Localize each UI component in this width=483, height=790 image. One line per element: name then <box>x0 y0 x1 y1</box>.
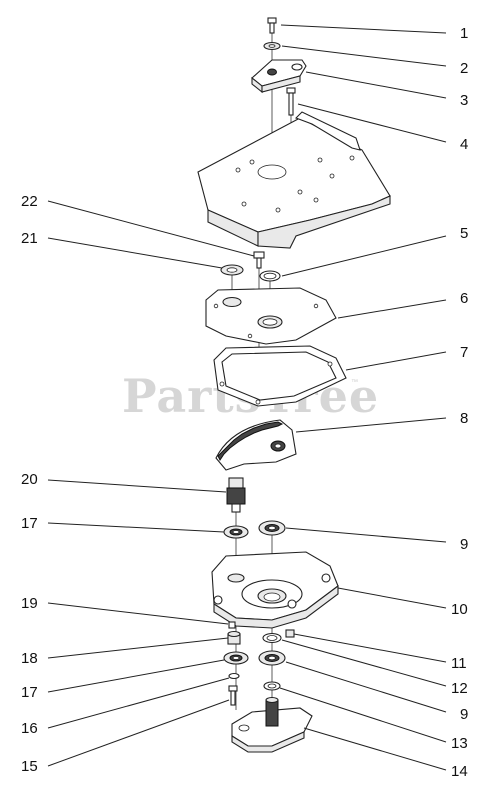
bearing-part-17-upper <box>223 525 249 539</box>
callout-numbers: 1 2 3 4 22 21 5 6 7 8 20 17 9 10 19 18 1… <box>21 25 468 780</box>
bolt-part-1 <box>267 17 277 34</box>
seal-part-5 <box>259 270 281 282</box>
screw-part-19 <box>228 621 236 629</box>
bracket-part-3 <box>251 59 307 94</box>
callout-number: 7 <box>460 344 468 361</box>
callout-number: 3 <box>460 92 468 109</box>
callout-number: 8 <box>460 410 468 427</box>
sector-gear-part-8 <box>215 419 297 471</box>
callout-number: 20 <box>21 471 38 488</box>
callout-number: 9 <box>460 536 468 553</box>
bearing-part-9-lower <box>258 650 286 666</box>
callout-number: 17 <box>21 515 38 532</box>
pinion-shaft-part-20 <box>226 477 246 513</box>
bearing-part-17-lower <box>223 651 249 665</box>
bolt-part-15 <box>228 685 238 706</box>
callout-number: 18 <box>21 650 38 667</box>
pitman-arm-part-14 <box>231 696 313 753</box>
callout-number: 2 <box>460 60 468 77</box>
gear-housing-part-10 <box>211 551 339 629</box>
washer-part-13 <box>263 681 281 691</box>
watermark-trademark: ™ <box>351 379 358 386</box>
callout-number: 22 <box>21 193 38 210</box>
callout-number: 15 <box>21 758 38 775</box>
callout-number: 10 <box>451 601 468 618</box>
bolt-part-4 <box>286 87 296 116</box>
callout-number: 13 <box>451 735 468 752</box>
callout-number: 19 <box>21 595 38 612</box>
steering-plate <box>197 111 391 249</box>
callout-number: 5 <box>460 225 468 242</box>
callout-number: 21 <box>21 230 38 247</box>
callout-number: 9 <box>460 706 468 723</box>
leader-lines <box>47 24 447 771</box>
callout-number: 16 <box>21 720 38 737</box>
cover-plate-part-6 <box>205 287 337 345</box>
nut-part-11 <box>285 629 295 638</box>
callout-number: 6 <box>460 290 468 307</box>
bolt-part-22 <box>253 251 265 269</box>
callout-number: 1 <box>460 25 468 42</box>
callout-number: 17 <box>21 684 38 701</box>
bushing-part-18 <box>227 630 241 645</box>
washer-part-2 <box>263 41 281 51</box>
bushing-part-21 <box>220 264 244 276</box>
washer-part-16 <box>228 672 240 680</box>
washer-part-12 <box>262 632 282 644</box>
gasket-part-7 <box>213 345 347 407</box>
bearing-part-9-upper <box>258 520 286 536</box>
callout-number: 12 <box>451 680 468 697</box>
callout-number: 11 <box>451 655 467 672</box>
callout-number: 4 <box>460 136 468 153</box>
callout-number: 14 <box>451 763 468 780</box>
